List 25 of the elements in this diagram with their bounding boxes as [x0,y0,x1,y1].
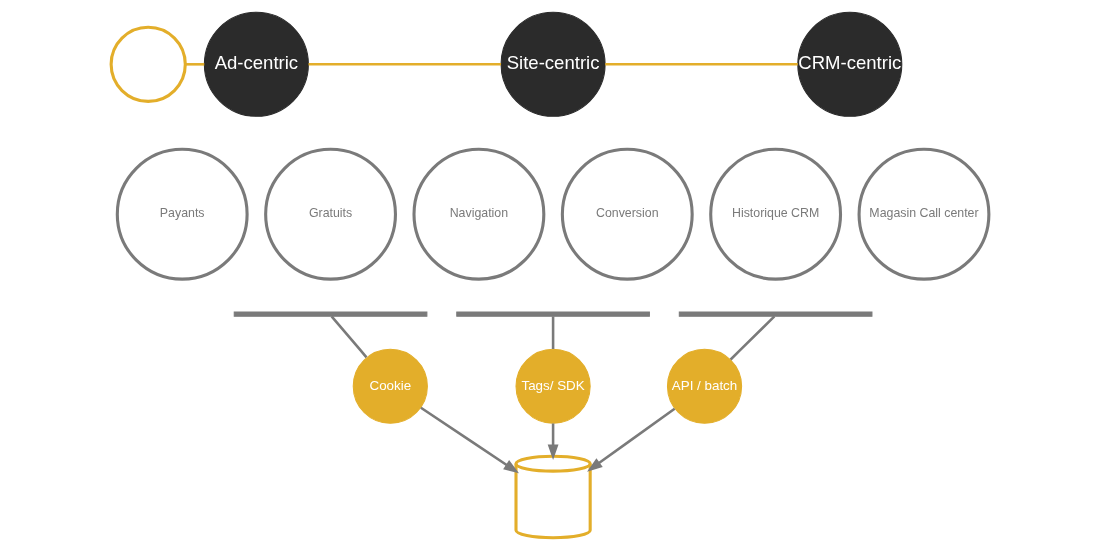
node-circle: Historique CRM [709,147,843,281]
connector [605,63,798,66]
node-circle: API / batch [666,348,743,424]
connector [551,316,555,349]
connector [330,315,368,359]
node-bar [678,311,873,317]
node-circle: Cookie [352,348,428,424]
arrow [547,423,559,461]
connector [729,315,776,361]
node-circle: Gratuits [264,147,397,281]
node-circle: Site-centric [500,11,606,117]
node-person [109,25,187,103]
node-circle: Ad-centric [203,11,309,117]
node-circle: Conversion [560,147,694,281]
arrow [420,406,519,474]
node-circle: Magasin Call center [857,147,991,281]
connector [308,63,502,66]
node-circle: Payants [115,147,249,281]
node-circle: Tags/ SDK [515,348,591,424]
node-bar [233,311,428,317]
node-circle: CRM-centric [797,11,903,117]
node-circle: Navigation [412,147,546,281]
connector [185,63,205,66]
arrow [587,407,676,472]
node-bar [456,311,650,317]
